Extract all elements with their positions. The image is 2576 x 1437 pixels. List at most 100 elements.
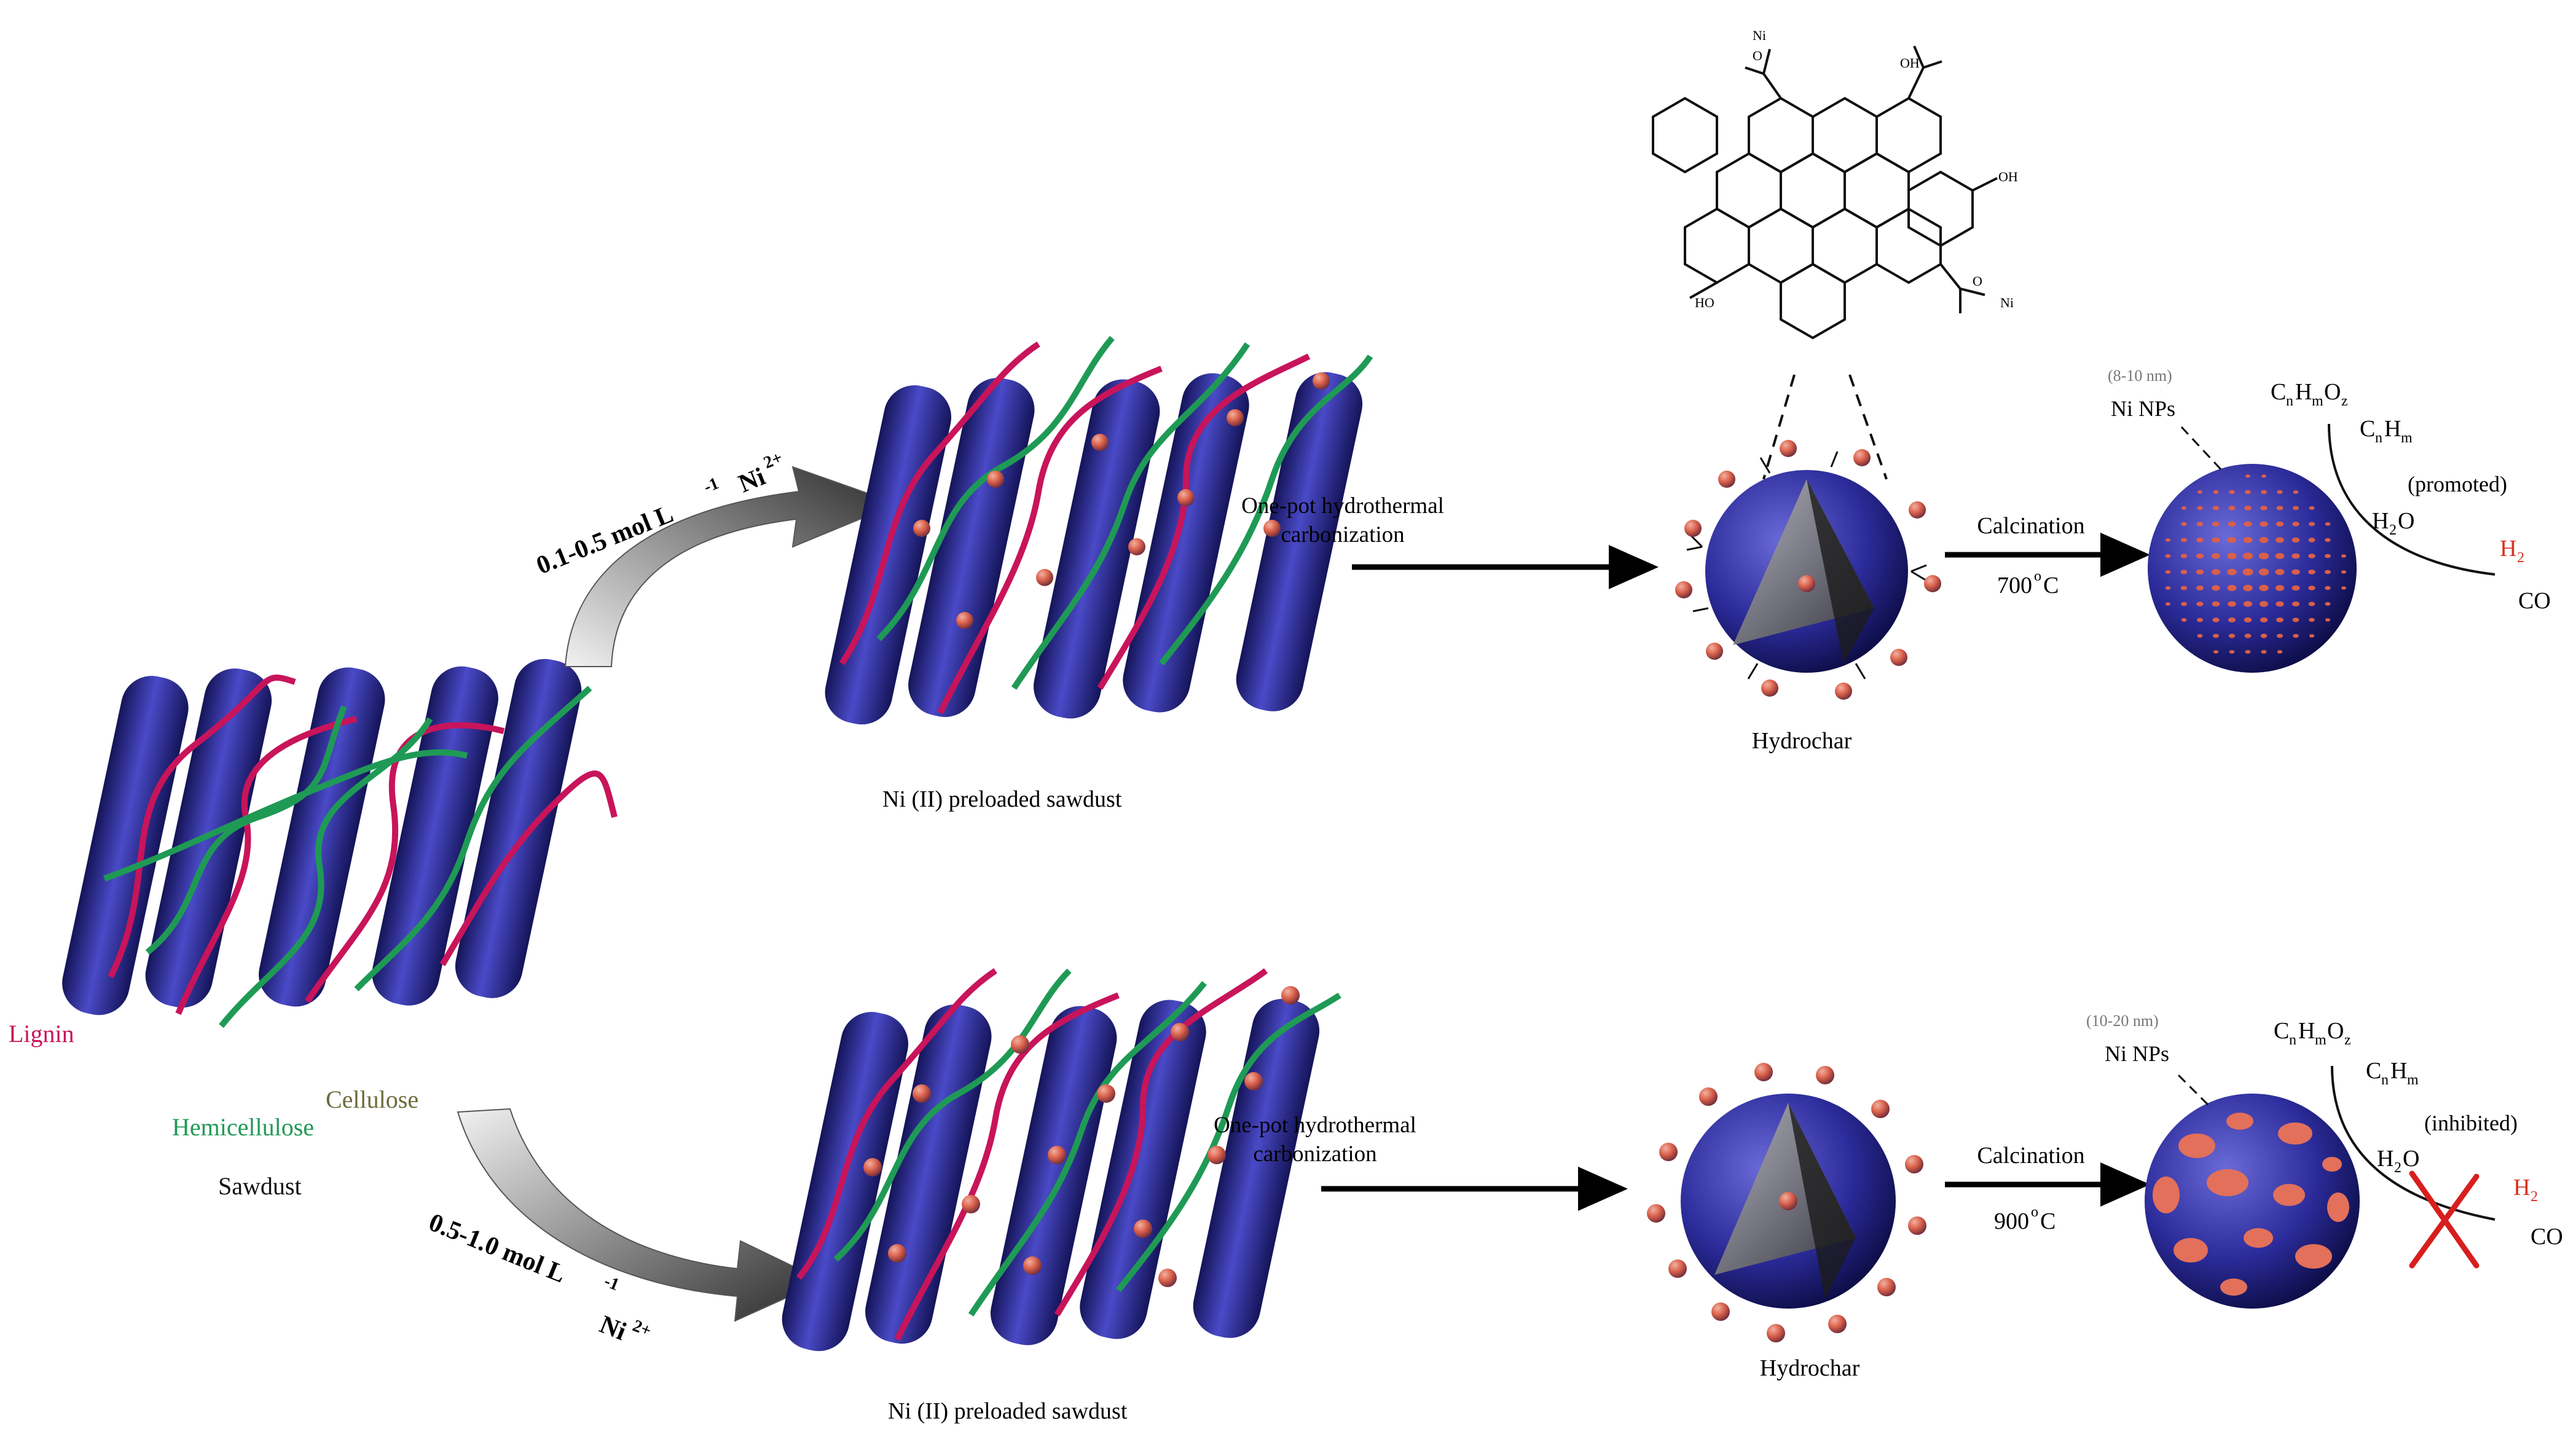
ni-particle: [2325, 602, 2331, 606]
large-ni-particles: [2153, 1113, 2349, 1296]
top-h2: H 2: [2500, 536, 2524, 566]
ni-particle: [2260, 506, 2268, 511]
top-temp-unit: C: [2043, 573, 2059, 598]
ni-particle: [2212, 585, 2220, 591]
o-label-2: O: [1973, 273, 1982, 289]
ni-particle: [2213, 633, 2219, 638]
ni-particle: [2260, 521, 2268, 527]
top-cnhm-h: H: [2384, 416, 2401, 442]
ni-particle: [2212, 537, 2220, 543]
ni-particle: [2180, 585, 2188, 590]
ni-particle: [2196, 617, 2204, 622]
bottom-step1-line2: carbonization: [1253, 1141, 1376, 1167]
ni-particle: [2229, 490, 2235, 495]
top-cnhmoz-h: H: [2295, 379, 2312, 405]
ni-particle: [2245, 650, 2251, 654]
ni-particle: [2261, 490, 2267, 495]
ni-particle: [2244, 617, 2252, 623]
ni-particle: [2197, 634, 2203, 638]
ni-particle: [2276, 601, 2284, 607]
bottom-np-size: (10-20 nm): [2086, 1012, 2159, 1030]
top-cnhm-m: m: [2401, 430, 2413, 446]
ni-particle: [2227, 552, 2237, 560]
ni-particle: [2276, 617, 2283, 622]
top-h2o-o: O: [2398, 508, 2414, 534]
hydrochar-top-label: Hydrochar: [1752, 728, 1852, 754]
ni-particle: [2242, 552, 2253, 560]
ni-particle: [2258, 552, 2269, 560]
ni-particle: [2212, 617, 2220, 622]
ni-particle: [2291, 553, 2300, 559]
ni-particle: [2341, 554, 2347, 558]
ni-particle: [2228, 617, 2236, 622]
inhibited-cross-icon: [2409, 1170, 2480, 1269]
ni-particle: [2228, 506, 2236, 511]
ni-particle: [2293, 490, 2299, 494]
ni-particle: [2291, 585, 2300, 591]
ni-particle: [2309, 522, 2315, 527]
ni-particle: [2243, 601, 2253, 607]
ni-particle: [2165, 554, 2171, 558]
bottom-temp-unit: C: [2040, 1208, 2056, 1234]
ni-particle: [2293, 506, 2299, 511]
ni-particle: [2196, 601, 2204, 606]
bottom-cnhmoz-h: H: [2298, 1018, 2315, 1044]
ni-particle: [2196, 538, 2204, 542]
ni-particle: [2212, 553, 2220, 559]
top-ni: Ni: [735, 463, 769, 499]
ni-particle: [2228, 633, 2236, 638]
bottom-curved-arrow: [457, 1108, 825, 1322]
top-step1-line2: carbonization: [1281, 522, 1404, 547]
ni-particle: [2325, 585, 2331, 590]
top-cnhmoz-z: z: [2341, 393, 2348, 409]
bottom-cnhm-m: m: [2407, 1072, 2419, 1088]
top-h2o: H 2 O: [2372, 508, 2414, 538]
ni-particle: [2276, 521, 2284, 527]
ni-particle: [2277, 650, 2283, 654]
ni-particle: [2276, 537, 2284, 543]
top-h2-sub: 2: [2517, 550, 2524, 566]
ni-particle: [2244, 633, 2252, 638]
oh-right-label: OH: [1998, 169, 2018, 184]
top-np-label: Ni NPs: [2111, 396, 2175, 421]
ni-particle: [2227, 585, 2237, 591]
ni-particle: [2261, 474, 2267, 478]
top-curved-arrow: [564, 466, 899, 667]
ni-particle: [2275, 569, 2285, 575]
bottom-cnhmoz-o: O: [2327, 1018, 2344, 1044]
top-effect: (promoted): [2408, 472, 2507, 496]
preloaded-sawdust-top: [825, 335, 1373, 725]
hydrochar-bottom-label: Hydrochar: [1760, 1355, 1860, 1381]
top-ni-sup: 2+: [761, 448, 785, 472]
bottom-cnhmoz-z: z: [2344, 1032, 2351, 1048]
ni-particle: [2260, 633, 2268, 638]
ni-particle: [2309, 617, 2315, 622]
bottom-h2o-o: O: [2403, 1146, 2419, 1172]
top-cnhm: C n H m: [2360, 416, 2413, 446]
preloaded-top-label: Ni (II) preloaded sawdust: [882, 786, 1122, 812]
bottom-effect: (inhibited): [2424, 1111, 2518, 1135]
bottom-h2o-h: H: [2377, 1146, 2393, 1172]
ni-particle: [2292, 601, 2299, 606]
bottom-temp-sup: o: [2031, 1204, 2038, 1220]
ni-particle: [2293, 633, 2299, 638]
ni-particle: [2181, 618, 2187, 622]
ni-particle: [2325, 570, 2331, 574]
ni-particle: [2325, 538, 2331, 542]
ni-particle: [2227, 537, 2237, 543]
top-cnhmoz-n: n: [2286, 393, 2293, 409]
top-cnhmoz: C n H m O z: [2271, 379, 2348, 409]
bottom-step1-line1: One-pot hydrothermal: [1214, 1113, 1416, 1138]
ni-particle: [2276, 506, 2283, 511]
bottom-cnhmoz: C n H m O z: [2274, 1018, 2351, 1048]
ni-particle: [2165, 538, 2171, 542]
ni-particle: [2291, 537, 2300, 543]
catalyst-sphere-bottom: [2145, 1094, 2360, 1309]
hydrochar-bottom: [1647, 1063, 1926, 1342]
ni-particle: [2275, 585, 2285, 591]
top-temp-sup: o: [2034, 568, 2041, 584]
o-label-1: O: [1753, 48, 1762, 63]
ni-particle: [2181, 601, 2187, 606]
ni-particle: [2243, 537, 2253, 543]
